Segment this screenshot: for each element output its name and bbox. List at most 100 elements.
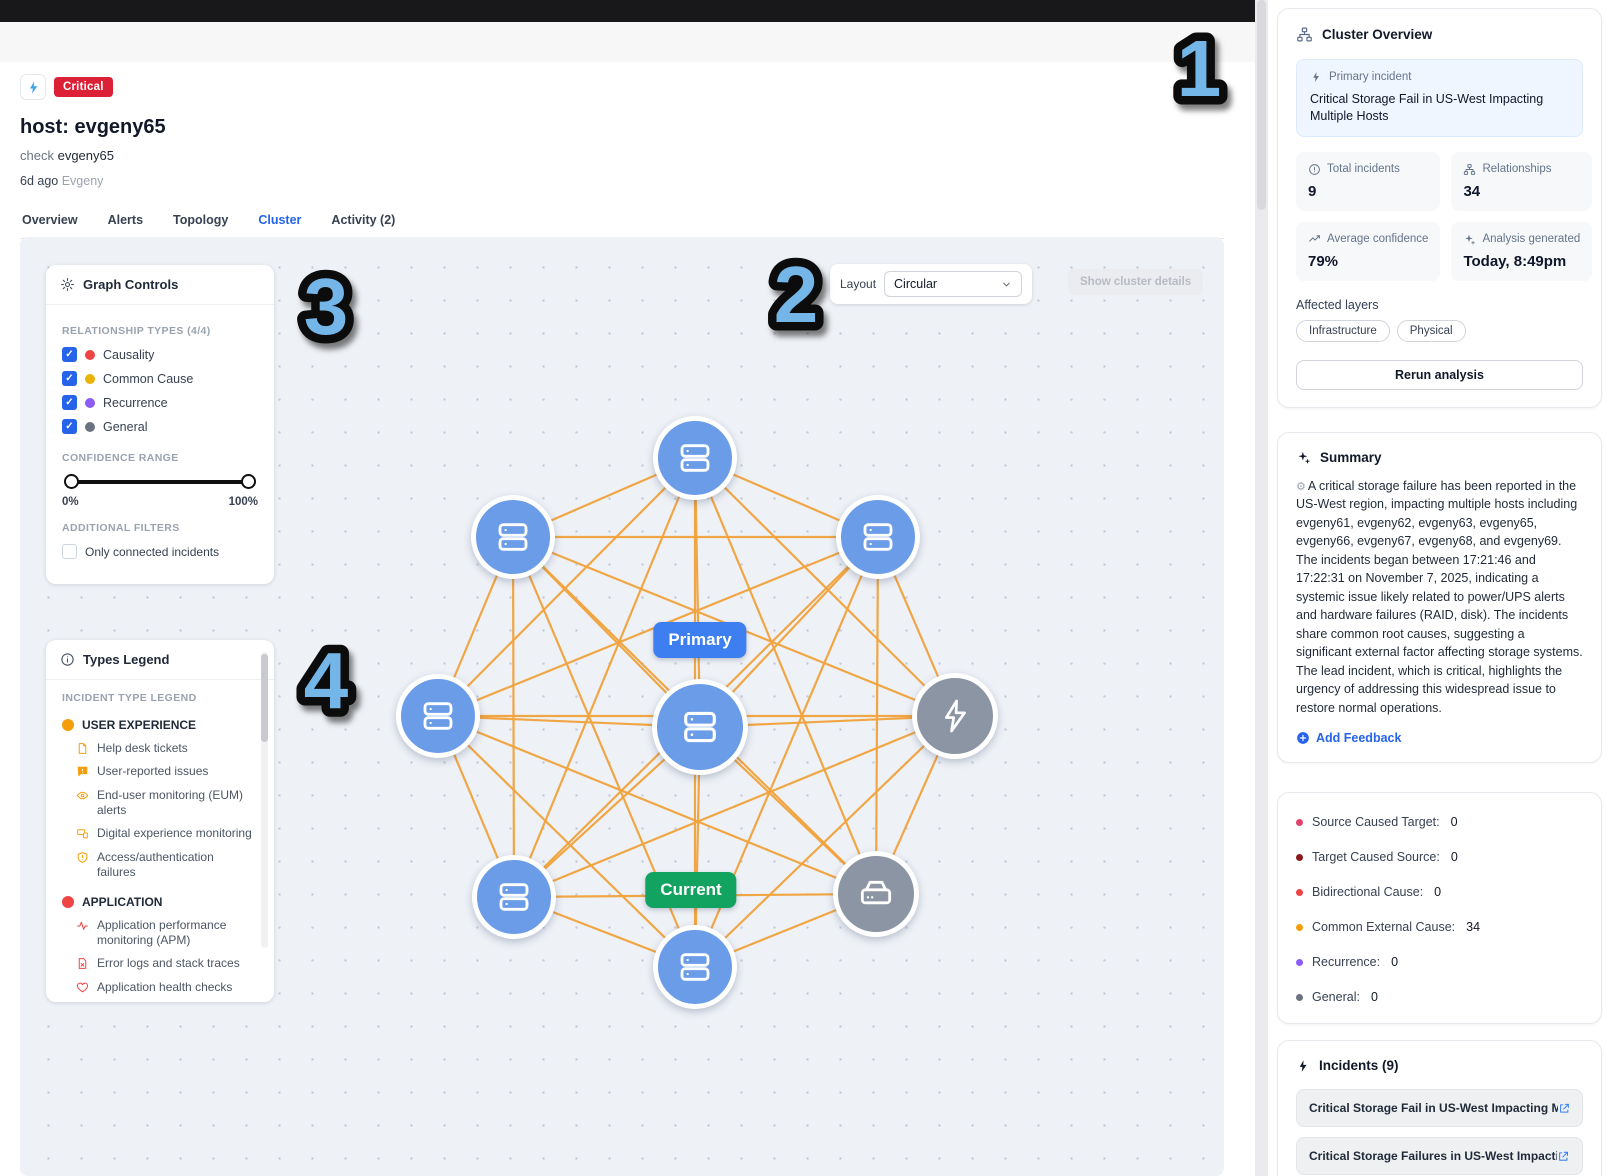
- legend-item: Application performance monitoring (APM): [76, 918, 254, 949]
- stat-total-incidents: Total incidents 9: [1296, 152, 1440, 211]
- graph-node-power[interactable]: [912, 673, 998, 759]
- stat-color-dot: [1296, 854, 1303, 861]
- types-legend-title: Types Legend: [83, 652, 169, 667]
- legend-category-user-experience: USER EXPERIENCE: [62, 718, 260, 732]
- incident-row[interactable]: Critical Storage Fail in US-West Impacti…: [1296, 1089, 1583, 1127]
- lightning-icon: [26, 80, 41, 95]
- show-cluster-details-button[interactable]: Show cluster details: [1068, 269, 1203, 295]
- server-icon: [675, 438, 715, 478]
- slider-handle-min[interactable]: [64, 474, 79, 489]
- sparkle-icon: [1296, 450, 1311, 465]
- server-icon: [418, 696, 458, 736]
- gear-icon: [60, 277, 75, 292]
- graph-node-server[interactable]: [471, 495, 555, 579]
- graph-node-server[interactable]: [653, 416, 737, 500]
- graph-node-primary[interactable]: [652, 679, 748, 775]
- tab-alerts[interactable]: Alerts: [106, 205, 145, 238]
- rerun-analysis-button[interactable]: Rerun analysis: [1296, 360, 1583, 390]
- legend-item: Application health checks: [76, 980, 254, 995]
- page-title: host: evgeny65: [20, 116, 166, 139]
- meta-line: 6d ago Evgeny: [20, 174, 166, 188]
- causality-color-dot: [85, 350, 95, 360]
- eye-icon: [76, 789, 89, 802]
- top-black-bar: [0, 0, 1255, 22]
- graph-node-server[interactable]: [396, 674, 480, 758]
- layout-toolbar: Layout Circular: [830, 264, 1032, 304]
- info-icon: [60, 652, 75, 667]
- heart-icon: [76, 981, 89, 994]
- server-icon: [858, 517, 898, 557]
- checkbox-checked[interactable]: ✓: [62, 419, 77, 434]
- confidence-min-label: 0%: [62, 496, 79, 508]
- stat-color-dot: [1296, 889, 1303, 896]
- rel-stat-common-external-cause: Common External Cause: 34: [1296, 920, 1583, 934]
- affected-layers-label: Affected layers: [1296, 298, 1583, 312]
- legend-item: End-user monitoring (EUM) alerts: [76, 788, 254, 819]
- graph-node-server[interactable]: [472, 855, 556, 939]
- shield-icon: [76, 851, 89, 864]
- external-link-icon[interactable]: [1557, 1150, 1570, 1163]
- types-legend-panel: Types Legend INCIDENT TYPE LEGEND USER E…: [46, 640, 274, 1002]
- checkbox-checked[interactable]: ✓: [62, 395, 77, 410]
- incident-row[interactable]: Critical Storage Failures in US-West Imp…: [1296, 1137, 1583, 1175]
- relationship-stats-card: Source Caused Target: 0 Target Caused So…: [1277, 792, 1602, 1024]
- slider-handle-max[interactable]: [241, 474, 256, 489]
- legend-item: Digital experience monitoring: [76, 826, 254, 841]
- graph-controls-title: Graph Controls: [83, 277, 178, 292]
- incidents-title: Incidents (9): [1319, 1058, 1399, 1073]
- rel-stat-general: General: 0: [1296, 990, 1583, 1004]
- user-experience-dot: [62, 719, 74, 731]
- layout-label: Layout: [840, 277, 876, 291]
- type-filter-common-cause[interactable]: ✓ Common Cause: [62, 371, 258, 386]
- application-dot: [62, 896, 74, 908]
- external-link-icon[interactable]: [1558, 1102, 1570, 1115]
- lightning-icon: [936, 697, 974, 735]
- graph-node-disk[interactable]: [833, 851, 919, 937]
- stat-analysis-generated: Analysis generated Today, 8:49pm: [1451, 222, 1592, 281]
- confidence-range-slider[interactable]: [64, 474, 256, 490]
- comment-alert-icon: [76, 765, 89, 778]
- slider-track: [70, 480, 250, 484]
- cluster-icon: [1463, 163, 1476, 176]
- document-icon: [76, 742, 89, 755]
- recurrence-color-dot: [85, 398, 95, 408]
- server-icon: [494, 877, 534, 917]
- incident-type-icon-box: [20, 74, 46, 100]
- legend-scrollbar-thumb[interactable]: [261, 654, 268, 742]
- filter-only-connected[interactable]: Only connected incidents: [62, 544, 258, 559]
- current-node-badge: Current: [645, 872, 736, 908]
- cluster-graph-canvas[interactable]: Primary Current Layout Circular Show clu…: [20, 237, 1224, 1176]
- type-filter-causality[interactable]: ✓ Causality: [62, 347, 258, 362]
- devices-icon: [76, 827, 89, 840]
- primary-node-badge: Primary: [653, 622, 746, 658]
- graph-node-server[interactable]: [836, 495, 920, 579]
- checkbox-checked[interactable]: ✓: [62, 371, 77, 386]
- rel-stat-bidirectional-cause: Bidirectional Cause: 0: [1296, 885, 1583, 899]
- legend-scroll-area[interactable]: INCIDENT TYPE LEGEND USER EXPERIENCE Hel…: [46, 680, 274, 1002]
- page-scrollbar-thumb[interactable]: [1257, 0, 1266, 210]
- add-feedback-link[interactable]: Add Feedback: [1296, 731, 1583, 745]
- type-filter-general[interactable]: ✓ General: [62, 419, 258, 434]
- common-cause-color-dot: [85, 374, 95, 384]
- tab-overview[interactable]: Overview: [20, 205, 80, 238]
- graph-node-current[interactable]: [653, 925, 737, 1009]
- primary-incident-title: Critical Storage Fail in US-West Impacti…: [1310, 91, 1569, 125]
- primary-incident-box: Primary incident Critical Storage Fail i…: [1296, 59, 1583, 137]
- checkbox-unchecked[interactable]: [62, 544, 77, 559]
- tab-topology[interactable]: Topology: [171, 205, 230, 238]
- trend-icon: [1308, 233, 1321, 246]
- tab-cluster[interactable]: Cluster: [256, 205, 303, 239]
- severity-badge: Critical: [54, 77, 113, 97]
- type-filter-recurrence[interactable]: ✓ Recurrence: [62, 395, 258, 410]
- checkbox-checked[interactable]: ✓: [62, 347, 77, 362]
- lightning-icon: [1296, 1059, 1310, 1073]
- pulse-icon: [76, 919, 89, 932]
- stat-relationships: Relationships 34: [1451, 152, 1592, 211]
- layout-select[interactable]: Circular: [884, 271, 1022, 297]
- server-icon: [493, 517, 533, 557]
- rel-stat-source-caused-target: Source Caused Target: 0: [1296, 815, 1583, 829]
- tab-activity[interactable]: Activity (2): [329, 205, 397, 238]
- summary-text: ⚙A critical storage failure has been rep…: [1296, 477, 1583, 718]
- legend-item: Error logs and stack traces: [76, 956, 254, 971]
- stat-color-dot: [1296, 994, 1303, 1001]
